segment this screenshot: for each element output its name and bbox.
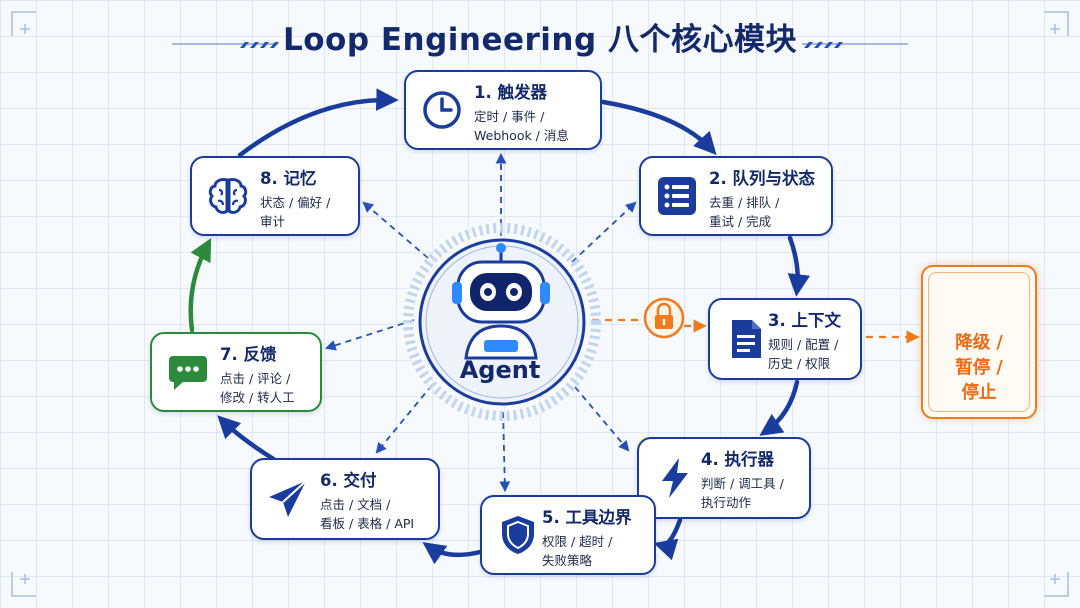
module-queue[interactable]: 2. 队列与状态 去重 / 排队 / 重试 / 完成: [639, 156, 833, 236]
module-desc-line: 状态 / 偏好 /: [260, 195, 331, 210]
module-desc-line: 规则 / 配置 /: [768, 337, 839, 352]
fallback-stop-box[interactable]: 降级 / 暂停 / 停止: [921, 265, 1037, 419]
spoke-executor: [574, 386, 630, 452]
module-desc: 判断 / 调工具 / 执行动作: [701, 474, 801, 512]
corner-brackets: [11, 11, 1069, 597]
fallback-stop-line: 暂停 /: [955, 358, 1003, 378]
module-trigger[interactable]: 1. 触发器 定时 / 事件 / Webhook / 消息: [404, 70, 602, 150]
shield-icon: [502, 516, 534, 554]
module-title: 4. 执行器: [701, 450, 774, 469]
module-title: 8. 记忆: [260, 169, 317, 188]
paper-plane-icon: [269, 480, 307, 517]
robot-icon: [452, 243, 550, 360]
module-memory[interactable]: 8. 记忆 状态 / 偏好 / 审计: [190, 156, 360, 236]
module-desc-line: Webhook / 消息: [474, 128, 569, 143]
module-desc-line: 定时 / 事件 /: [474, 109, 545, 124]
module-desc: 状态 / 偏好 / 审计: [260, 193, 350, 231]
arrow-memory-to-trigger: [237, 88, 399, 158]
module-feedback[interactable]: 7. 反馈 点击 / 评论 / 修改 / 转人工: [150, 332, 322, 412]
warning-paths: [592, 318, 920, 344]
module-title: 3. 上下文: [768, 311, 841, 330]
arrow-context-to-executor: [759, 379, 800, 436]
module-desc: 规则 / 配置 / 历史 / 权限: [768, 335, 852, 373]
document-icon: [732, 320, 761, 358]
title-decoration-right: [802, 42, 908, 48]
module-delivery[interactable]: 6. 交付 点击 / 文档 / 看板 / 表格 / API: [250, 458, 440, 540]
module-desc-line: 权限 / 超时 /: [542, 534, 613, 549]
module-title: 2. 队列与状态: [709, 169, 815, 188]
spoke-memory: [362, 201, 429, 259]
module-desc-line: 历史 / 权限: [768, 356, 831, 371]
arrow-trigger-to-queue: [600, 99, 717, 155]
arrow-queue-to-context: [787, 235, 811, 297]
loop-arrows: [217, 88, 811, 565]
module-desc-line: 判断 / 调工具 /: [701, 476, 784, 491]
module-title: 7. 反馈: [220, 345, 277, 364]
module-title: 1. 触发器: [474, 83, 547, 102]
fallback-stop-inner-border: [928, 272, 1030, 412]
module-desc-line: 审计: [260, 214, 286, 229]
module-desc-line: 去重 / 排队 /: [709, 195, 780, 210]
module-desc: 点击 / 文档 / 看板 / 表格 / API: [320, 495, 430, 533]
module-desc-line: 重试 / 完成: [709, 214, 772, 229]
arrow-feedback-to-memory: [188, 238, 212, 333]
fallback-stop-text: 降级 / 暂停 / 停止: [923, 331, 1035, 406]
module-desc-line: 点击 / 评论 /: [220, 371, 291, 386]
page-title: Loop Engineering 八个核心模块: [283, 22, 797, 58]
fallback-stop-line: 停止: [961, 383, 997, 403]
chat-bubble-icon: [169, 356, 207, 390]
module-desc: 点击 / 评论 / 修改 / 转人工: [220, 369, 312, 407]
module-desc-line: 点击 / 文档 /: [320, 497, 391, 512]
title-decoration-left: [172, 42, 279, 48]
module-desc-line: 失败策略: [542, 553, 593, 568]
module-desc-line: 执行动作: [701, 495, 752, 510]
module-desc: 定时 / 事件 / Webhook / 消息: [474, 107, 592, 145]
clock-icon: [423, 91, 461, 129]
list-icon: [658, 177, 696, 215]
module-desc: 去重 / 排队 / 重试 / 完成: [709, 193, 823, 231]
module-executor[interactable]: 4. 执行器 判断 / 调工具 / 执行动作: [637, 437, 811, 519]
fallback-stop-line: 降级 /: [955, 333, 1003, 353]
agent-label: Agent: [459, 356, 541, 384]
lock-icon: [643, 297, 685, 339]
arrow-delivery-to-feedback: [217, 415, 278, 463]
arrow-tools-to-delivery: [422, 542, 483, 565]
brain-icon: [208, 178, 248, 214]
module-desc-line: 修改 / 转人工: [220, 390, 295, 405]
module-title: 6. 交付: [320, 471, 377, 490]
arrow-executor-to-tools: [653, 517, 683, 561]
lightning-icon: [662, 458, 688, 498]
module-desc-line: 看板 / 表格 / API: [320, 516, 415, 531]
module-context[interactable]: 3. 上下文 规则 / 配置 / 历史 / 权限: [708, 298, 862, 380]
module-tool-boundary[interactable]: 5. 工具边界 权限 / 超时 / 失败策略: [480, 495, 656, 575]
module-title: 5. 工具边界: [542, 508, 632, 527]
module-desc: 权限 / 超时 / 失败策略: [542, 532, 646, 570]
